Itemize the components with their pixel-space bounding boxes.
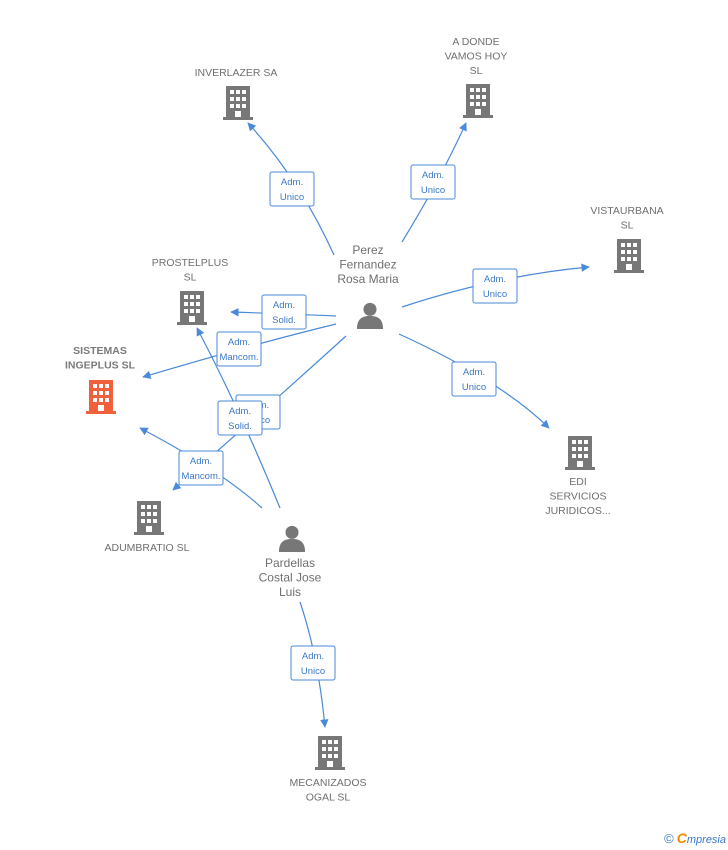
edge-label-line: Solid. xyxy=(272,315,296,326)
edge-label-line: Adm. xyxy=(229,406,251,417)
node-label-adumbratio: ADUMBRATIO SL xyxy=(105,542,190,554)
building-icon xyxy=(565,436,595,470)
node-mecanizados[interactable]: MECANIZADOS OGAL SL xyxy=(289,736,367,804)
edge-label-line: Adm. xyxy=(281,177,303,188)
edge-label-perez-vistaurbana[interactable]: Adm. Unico xyxy=(472,268,518,304)
edge-label-line: Adm. xyxy=(463,367,485,378)
node-label-vistaurbana: SL xyxy=(621,220,634,232)
node-label-sistemas: SISTEMAS xyxy=(73,345,127,357)
node-label-vistaurbana: VISTAURBANA xyxy=(590,205,663,217)
node-label-prostelplus: SL xyxy=(184,272,197,284)
node-label-mecanizados: MECANIZADOS xyxy=(289,777,366,789)
node-adumbratio[interactable]: ADUMBRATIO SL xyxy=(105,501,190,554)
node-prostelplus[interactable]: PROSTELPLUS SL xyxy=(152,257,228,325)
node-label-adonde: SL xyxy=(470,65,483,77)
edge-label-perez-adonde[interactable]: Adm. Unico xyxy=(410,164,456,200)
brand-initial: C xyxy=(676,830,687,846)
node-adonde[interactable]: A DONDE VAMOS HOY SL xyxy=(445,36,508,118)
node-vistaurbana[interactable]: VISTAURBANA SL xyxy=(590,205,664,273)
brand-watermark: ©Cmpresia xyxy=(664,830,726,846)
node-label-inverlazer: INVERLAZER SA xyxy=(195,67,278,79)
building-icon xyxy=(86,380,116,414)
edge-label-line: Unico xyxy=(421,185,445,196)
edge-label-perez-sistemas[interactable]: Adm. Mancom. xyxy=(216,331,262,367)
edge-label-line: Solid. xyxy=(228,421,252,432)
node-inverlazer[interactable]: INVERLAZER SA xyxy=(195,67,278,120)
edge-label-line: Adm. xyxy=(190,456,212,467)
node-label-prostelplus: PROSTELPLUS xyxy=(152,257,228,269)
edge-label-pardellas-prostelplus[interactable]: Adm. Solid. xyxy=(217,400,263,436)
edges-layer xyxy=(139,122,590,728)
edge-label-line: Adm. xyxy=(422,170,444,181)
person-icon xyxy=(356,302,384,329)
node-label-mecanizados: OGAL SL xyxy=(306,792,351,804)
node-label-pardellas: Pardellas xyxy=(265,556,315,570)
building-icon xyxy=(134,501,164,535)
edge-label-line: Adm. xyxy=(302,651,324,662)
node-label-edi: EDI xyxy=(569,476,587,488)
edge-label-line: Unico xyxy=(462,382,486,393)
edge-label-pardellas-mecanizados[interactable]: Adm. Unico xyxy=(290,645,336,681)
edge-label-line: Unico xyxy=(280,192,304,203)
node-label-edi: JURIDICOS... xyxy=(545,505,610,517)
edge-label-line: Unico xyxy=(483,289,507,300)
edge-label-line: Adm. xyxy=(484,274,506,285)
node-label-adonde: A DONDE xyxy=(452,36,499,48)
node-sistemas[interactable]: SISTEMAS INGEPLUS SL xyxy=(65,345,136,414)
edge-label-line: Unico xyxy=(301,666,325,677)
node-label-perez: Perez xyxy=(352,243,383,257)
edge-label-perez-inverlazer[interactable]: Adm. Unico xyxy=(269,171,315,207)
node-label-perez: Rosa Maria xyxy=(337,272,399,286)
node-label-adonde: VAMOS HOY xyxy=(445,51,508,63)
copyright-icon: © xyxy=(664,831,674,846)
node-label-sistemas: INGEPLUS SL xyxy=(65,360,136,372)
edge-labels-layer: Adm.UnicoAdm.UnicoAdm.UnicoAdm.Solid.Adm… xyxy=(178,164,518,681)
brand-name: mpresia xyxy=(686,834,726,846)
building-icon xyxy=(614,239,644,273)
edge-label-line: Mancom. xyxy=(219,352,258,363)
edge-label-line: Adm. xyxy=(228,337,250,348)
building-icon xyxy=(463,84,493,118)
person-icon xyxy=(278,525,306,552)
edge-label-pardellas-sistemas[interactable]: Adm. Mancom. xyxy=(178,450,224,486)
node-edi[interactable]: EDI SERVICIOS JURIDICOS... xyxy=(545,436,611,517)
building-icon xyxy=(223,86,253,120)
node-label-edi: SERVICIOS xyxy=(550,491,607,503)
edge-label-line: Adm. xyxy=(273,300,295,311)
node-label-pardellas: Luis xyxy=(279,585,301,599)
edge-label-perez-prostelplus[interactable]: Adm. Solid. xyxy=(261,294,307,330)
building-icon xyxy=(177,291,207,325)
edge-label-line: Mancom. xyxy=(181,471,220,482)
edge-label-perez-edi[interactable]: Adm. Unico xyxy=(451,361,497,397)
node-label-perez: Fernandez xyxy=(339,258,396,272)
building-icon xyxy=(315,736,345,770)
node-label-pardellas: Costal Jose xyxy=(259,571,322,585)
